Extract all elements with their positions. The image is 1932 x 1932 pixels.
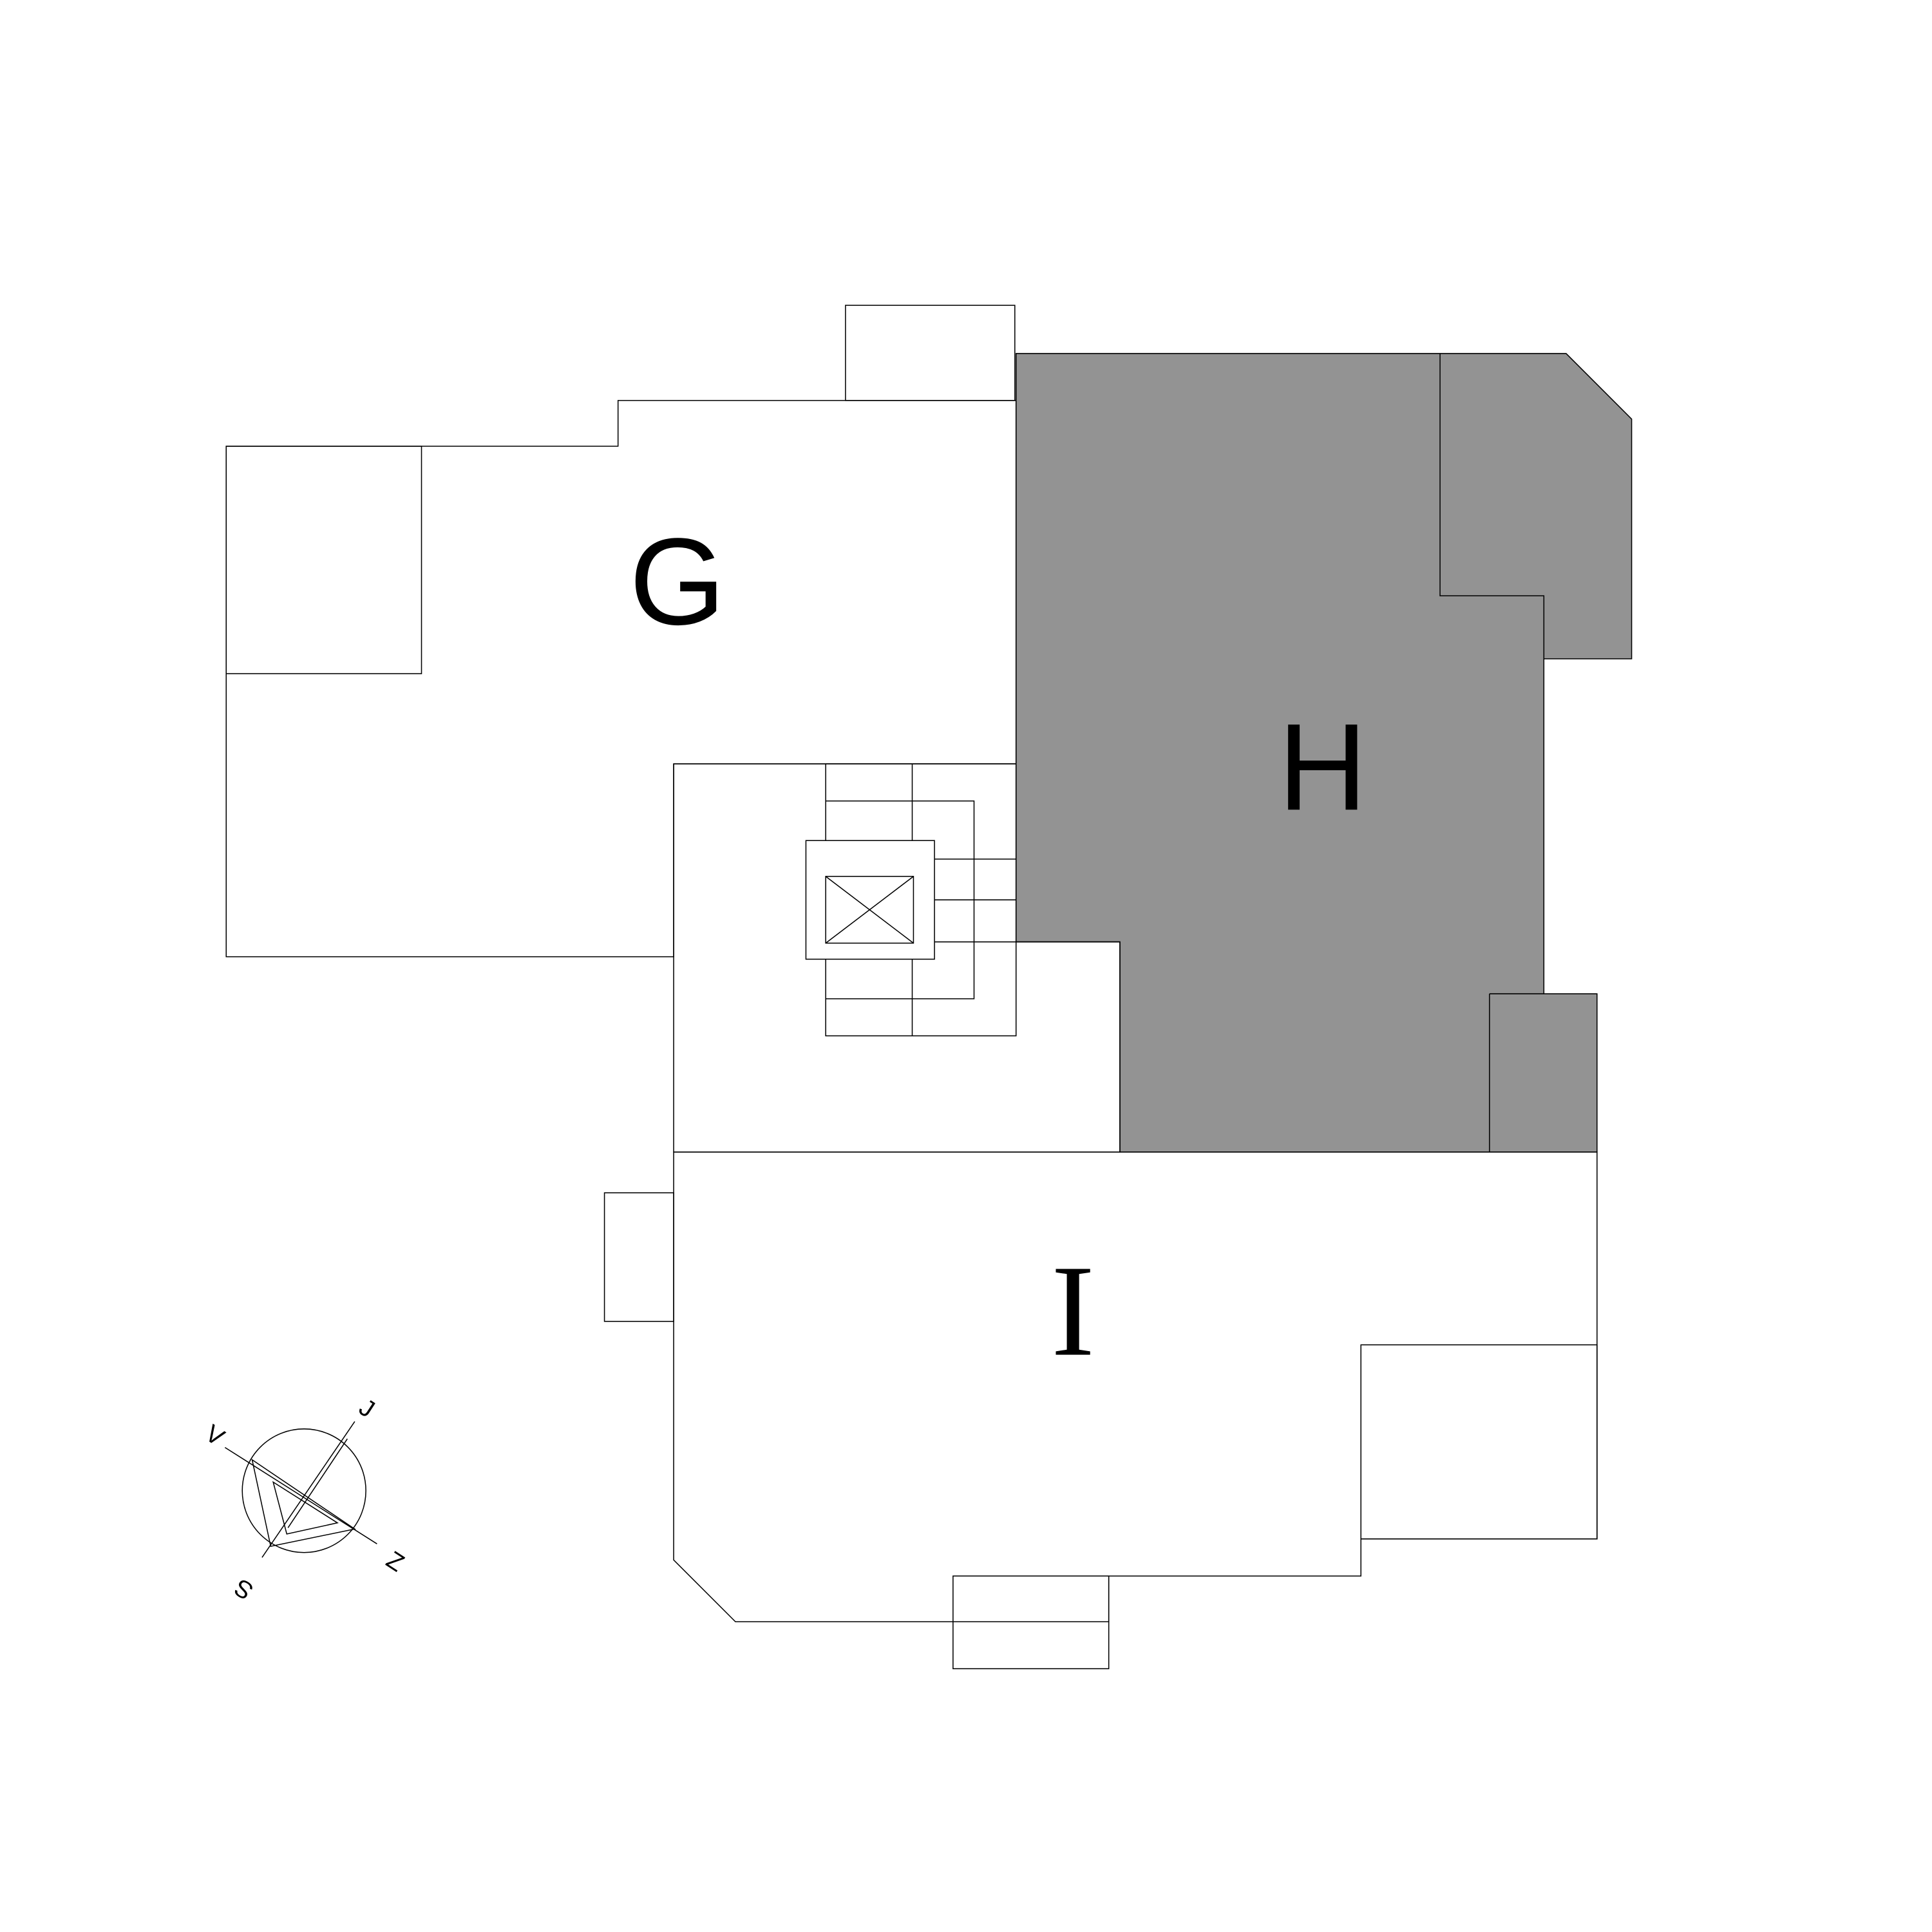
compass-needle: [287, 1438, 348, 1528]
north-arrow-inner-icon: [272, 1481, 339, 1535]
unit-i[interactable]: [603, 1151, 1598, 1669]
unit-i-bottom-annex: [952, 1575, 1110, 1669]
compass-label-north: J: [354, 1394, 380, 1424]
unit-i-outline: [673, 1151, 1598, 1623]
unit-h-inner-wall: [1439, 353, 1545, 659]
elevator-shaft: [825, 876, 914, 944]
compass-label-east: V: [200, 1419, 229, 1452]
elevator-cross: [825, 876, 914, 944]
unit-g-room: [225, 446, 422, 674]
compass: [224, 1421, 377, 1558]
compass-axis-ns: [261, 1421, 355, 1558]
elevator-frame: [805, 840, 935, 960]
unit-i-room: [1360, 1344, 1598, 1540]
north-arrow-icon: [251, 1459, 356, 1548]
unit-label-i: I: [1051, 1239, 1095, 1384]
unit-g-top-annex: [845, 305, 1016, 401]
unit-label-g: G: [629, 512, 725, 650]
compass-label-south: S: [229, 1573, 258, 1605]
compass-circle: [242, 1428, 366, 1553]
compass-label-west: Z: [381, 1546, 409, 1578]
compass-axis-ew: [224, 1446, 377, 1544]
unit-label-h: H: [1278, 697, 1367, 836]
unit-i-side-annex: [603, 1192, 674, 1322]
